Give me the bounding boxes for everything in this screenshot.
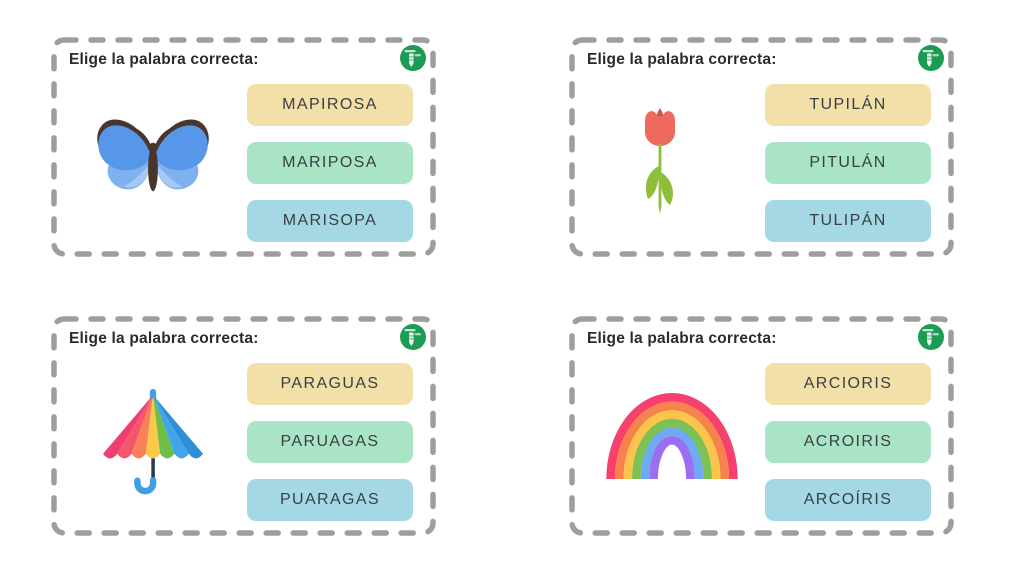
dashed-border [569, 37, 954, 257]
answer-option[interactable]: TUPILÁN [765, 84, 931, 126]
dashed-border [51, 37, 436, 257]
pencil-badge-icon [918, 45, 944, 71]
tulip-image [642, 106, 678, 216]
answer-option[interactable]: MARISOPA [247, 200, 413, 242]
answer-options: PARAGUAS PARUAGAS PUARAGAS [247, 363, 413, 521]
answer-options: MAPIROSA MARIPOSA MARISOPA [247, 84, 413, 242]
answer-option[interactable]: ARCOÍRIS [765, 479, 931, 521]
pencil-badge-icon [400, 45, 426, 71]
word-card-tulip: Elige la palabra correcta: TUPILÁN PITUL… [568, 36, 955, 258]
prompt-text: Elige la palabra correcta: [69, 51, 259, 68]
prompt-text: Elige la palabra correcta: [69, 330, 259, 347]
butterfly-image [94, 108, 212, 204]
answer-option[interactable]: TULIPÁN [765, 200, 931, 242]
answer-option[interactable]: PARUAGAS [247, 421, 413, 463]
answer-option[interactable]: ACROIRIS [765, 421, 931, 463]
answer-option[interactable]: ARCIORIS [765, 363, 931, 405]
pencil-badge-icon [918, 324, 944, 350]
prompt-text: Elige la palabra correcta: [587, 330, 777, 347]
answer-option[interactable]: PITULÁN [765, 142, 931, 184]
dashed-border [569, 316, 954, 536]
answer-options: TUPILÁN PITULÁN TULIPÁN [765, 84, 931, 242]
answer-option[interactable]: MARIPOSA [247, 142, 413, 184]
word-card-rainbow: Elige la palabra correcta: ARCIORIS ACRO… [568, 315, 955, 537]
answer-option[interactable]: MAPIROSA [247, 84, 413, 126]
answer-options: ARCIORIS ACROIRIS ARCOÍRIS [765, 363, 931, 521]
word-card-umbrella: Elige la palabra correcta: [50, 315, 437, 537]
prompt-text: Elige la palabra correcta: [587, 51, 777, 68]
pencil-badge-icon [400, 324, 426, 350]
answer-option[interactable]: PUARAGAS [247, 479, 413, 521]
answer-option[interactable]: PARAGUAS [247, 363, 413, 405]
umbrella-image [99, 389, 207, 497]
dashed-border [51, 316, 436, 536]
rainbow-image [602, 387, 742, 479]
word-card-butterfly: Elige la palabra correcta: MAPIR [50, 36, 437, 258]
